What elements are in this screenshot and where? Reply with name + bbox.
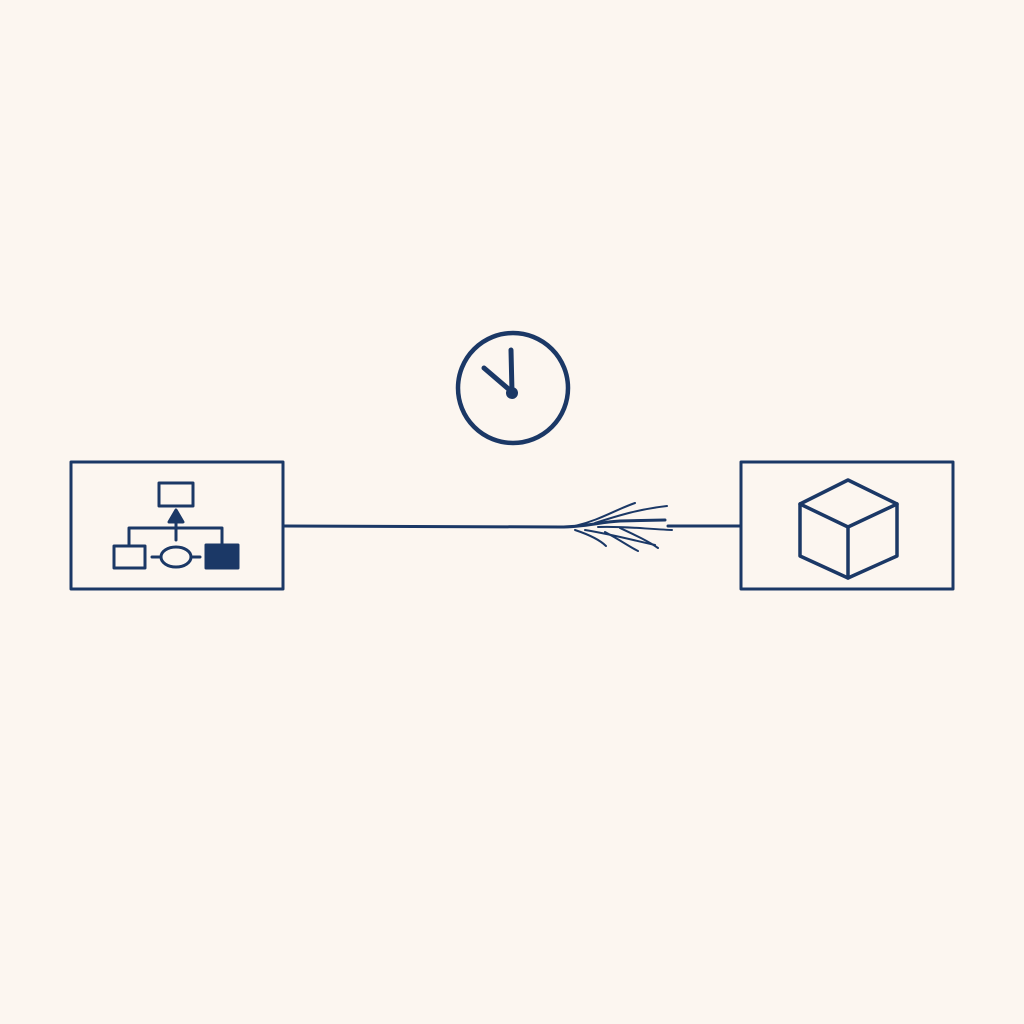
connector-fray-6 (604, 531, 639, 552)
connector-fray-4 (584, 529, 656, 546)
hierarchy-left-box (112, 544, 147, 570)
connector-fray-1 (574, 502, 636, 527)
connector-fray-5 (574, 529, 607, 547)
hierarchy-top-box (157, 481, 195, 508)
hierarchy-ellipse (159, 545, 193, 569)
right-node-box (739, 460, 955, 591)
cube-icon (798, 478, 899, 580)
clock-center-dot (506, 387, 518, 399)
clock-minute-hand (508, 347, 515, 395)
right-node (739, 460, 955, 591)
connector-fray-3 (597, 525, 673, 531)
left-node (69, 460, 285, 591)
hierarchy-branch (127, 526, 224, 547)
hierarchy-filled-box (204, 543, 240, 570)
connector-fray-2 (594, 505, 668, 524)
clock-hour-hand (481, 365, 515, 395)
hierarchy-arrowhead (167, 508, 185, 524)
clock-icon (455, 330, 571, 446)
connector (282, 502, 743, 552)
connector-line (282, 518, 667, 529)
connector-fray-7 (619, 527, 659, 549)
cube-top-edges (798, 502, 899, 529)
hierarchy-diagram-icon (112, 481, 240, 570)
clock-face (455, 330, 571, 446)
